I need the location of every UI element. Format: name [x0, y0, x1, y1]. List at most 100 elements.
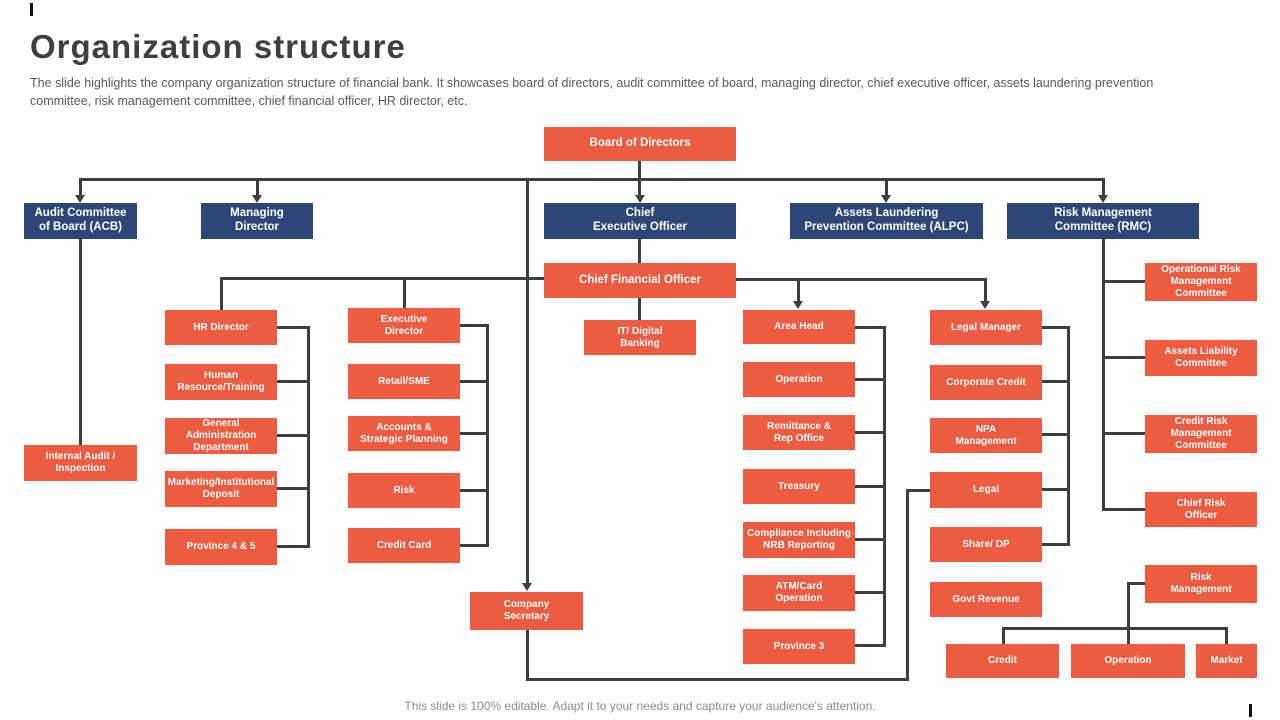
connector-arrowhead [1098, 195, 1108, 203]
connector [1042, 543, 1068, 546]
connector [1002, 627, 1005, 644]
org-node-hr-director[interactable]: HR Director [165, 310, 277, 345]
connector [256, 181, 259, 197]
org-node-risk[interactable]: Risk [348, 473, 460, 508]
connector [855, 326, 884, 329]
org-node-credit[interactable]: Credit [946, 644, 1059, 678]
connector [906, 489, 930, 492]
connector [1067, 326, 1070, 546]
connector [403, 280, 406, 308]
connector [736, 278, 987, 281]
connector [1102, 239, 1105, 511]
connector [855, 378, 884, 381]
connector [1002, 627, 1228, 630]
connector-arrowhead [793, 301, 803, 309]
org-node-chief-financial-officer[interactable]: Chief Financial Officer [544, 263, 736, 298]
org-node-npa-management[interactable]: NPA Management [930, 418, 1042, 453]
connector [460, 432, 487, 435]
org-node-compliance-nrb-reporting[interactable]: Compliance Including NRB Reporting [743, 522, 855, 558]
connector [638, 298, 641, 320]
org-node-credit-card[interactable]: Credit Card [348, 528, 460, 563]
org-node-risk-management[interactable]: Risk Management [1145, 565, 1257, 603]
connector [79, 181, 82, 197]
org-node-chief-executive-officer[interactable]: Chief Executive Officer [544, 203, 736, 239]
org-node-retail-sme[interactable]: Retail/SME [348, 364, 460, 399]
org-node-human-resource-training[interactable]: Human Resource/Training [165, 364, 277, 400]
connector [526, 181, 529, 585]
connector [638, 239, 641, 263]
org-node-general-administration[interactable]: General Administration Department [165, 418, 277, 454]
org-node-rmc[interactable]: Risk Management Committee (RMC) [1007, 203, 1199, 239]
org-node-assets-liability-committee[interactable]: Assets Liability Committee [1145, 340, 1257, 376]
connector-arrowhead [881, 195, 891, 203]
connector-arrowhead [252, 195, 262, 203]
connector-arrowhead [635, 195, 645, 203]
org-node-alpc[interactable]: Assets Laundering Prevention Committee (… [790, 203, 983, 239]
page-title: Organization structure [30, 28, 406, 65]
connector [220, 280, 223, 310]
org-node-company-secretary[interactable]: Company Secretary [470, 592, 583, 630]
connector [855, 431, 884, 434]
connector [1042, 433, 1068, 436]
org-node-marketing-institutional-deposit[interactable]: Marketing/Institutional Deposit [165, 471, 277, 507]
org-node-it-digital-banking[interactable]: IT/ Digital Banking [584, 320, 696, 355]
org-node-treasury[interactable]: Treasury [743, 469, 855, 504]
connector [855, 591, 884, 594]
org-node-operation-bottom[interactable]: Operation [1071, 644, 1185, 678]
org-node-board-of-directors[interactable]: Board of Directors [544, 127, 736, 161]
connector [526, 678, 909, 681]
org-node-credit-risk-committee[interactable]: Credit Risk Management Committee [1145, 415, 1257, 453]
connector [277, 434, 308, 437]
org-node-accounts-strategic-planning[interactable]: Accounts & Strategic Planning [348, 416, 460, 451]
connector [277, 380, 308, 383]
org-node-operational-risk-committee[interactable]: Operational Risk Management Committee [1145, 263, 1257, 301]
connector [1102, 280, 1145, 283]
org-node-share-dp[interactable]: Share/ DP [930, 527, 1042, 562]
org-node-remittance-rep-office[interactable]: Remittance & Rep Office [743, 415, 855, 450]
org-node-govt-revenue[interactable]: Govt Revenue [930, 582, 1042, 617]
org-node-chief-risk-officer[interactable]: Chief Risk Officer [1145, 492, 1257, 527]
org-node-area-head[interactable]: Area Head [743, 310, 855, 344]
slide-accent-mark-bottom [1249, 704, 1252, 717]
slide-accent-mark-top [30, 3, 33, 16]
connector-arrowhead [75, 195, 85, 203]
connector [486, 324, 489, 547]
connector [638, 181, 641, 197]
connector [1102, 508, 1145, 511]
connector [855, 485, 884, 488]
org-node-atm-card-operation[interactable]: ATM/Card Operation [743, 575, 855, 611]
connector [1042, 488, 1068, 491]
org-node-province-4-5[interactable]: Province 4 & 5 [165, 529, 277, 565]
connector [1042, 326, 1068, 329]
connector [797, 281, 800, 303]
connector [277, 326, 308, 329]
org-node-province-3[interactable]: Province 3 [743, 629, 855, 664]
connector [220, 277, 546, 280]
org-node-internal-audit-inspection[interactable]: Internal Audit / Inspection [24, 445, 137, 481]
connector [460, 380, 487, 383]
org-node-legal-manager[interactable]: Legal Manager [930, 310, 1042, 345]
org-node-managing-director[interactable]: Managing Director [201, 203, 313, 239]
org-node-market[interactable]: Market [1196, 644, 1257, 678]
connector [1127, 582, 1130, 630]
connector [1102, 432, 1145, 435]
connector [855, 644, 884, 647]
org-node-legal[interactable]: Legal [930, 472, 1042, 508]
connector [984, 281, 987, 303]
connector [1127, 582, 1145, 585]
org-node-executive-director[interactable]: Executive Director [348, 308, 460, 343]
connector [1102, 356, 1145, 359]
connector [79, 239, 82, 445]
connector [277, 545, 308, 548]
connector [883, 326, 886, 647]
connector [906, 489, 909, 681]
connector [1102, 181, 1105, 197]
org-node-audit-committee-acb[interactable]: Audit Committee of Board (ACB) [24, 203, 137, 239]
org-node-operation[interactable]: Operation [743, 362, 855, 397]
connector [277, 487, 308, 490]
connector [1225, 627, 1228, 644]
connector [1127, 630, 1130, 644]
org-node-corporate-credit[interactable]: Corporate Credit [930, 365, 1042, 400]
footer-note: This slide is 100% editable. Adapt it to… [404, 699, 876, 713]
